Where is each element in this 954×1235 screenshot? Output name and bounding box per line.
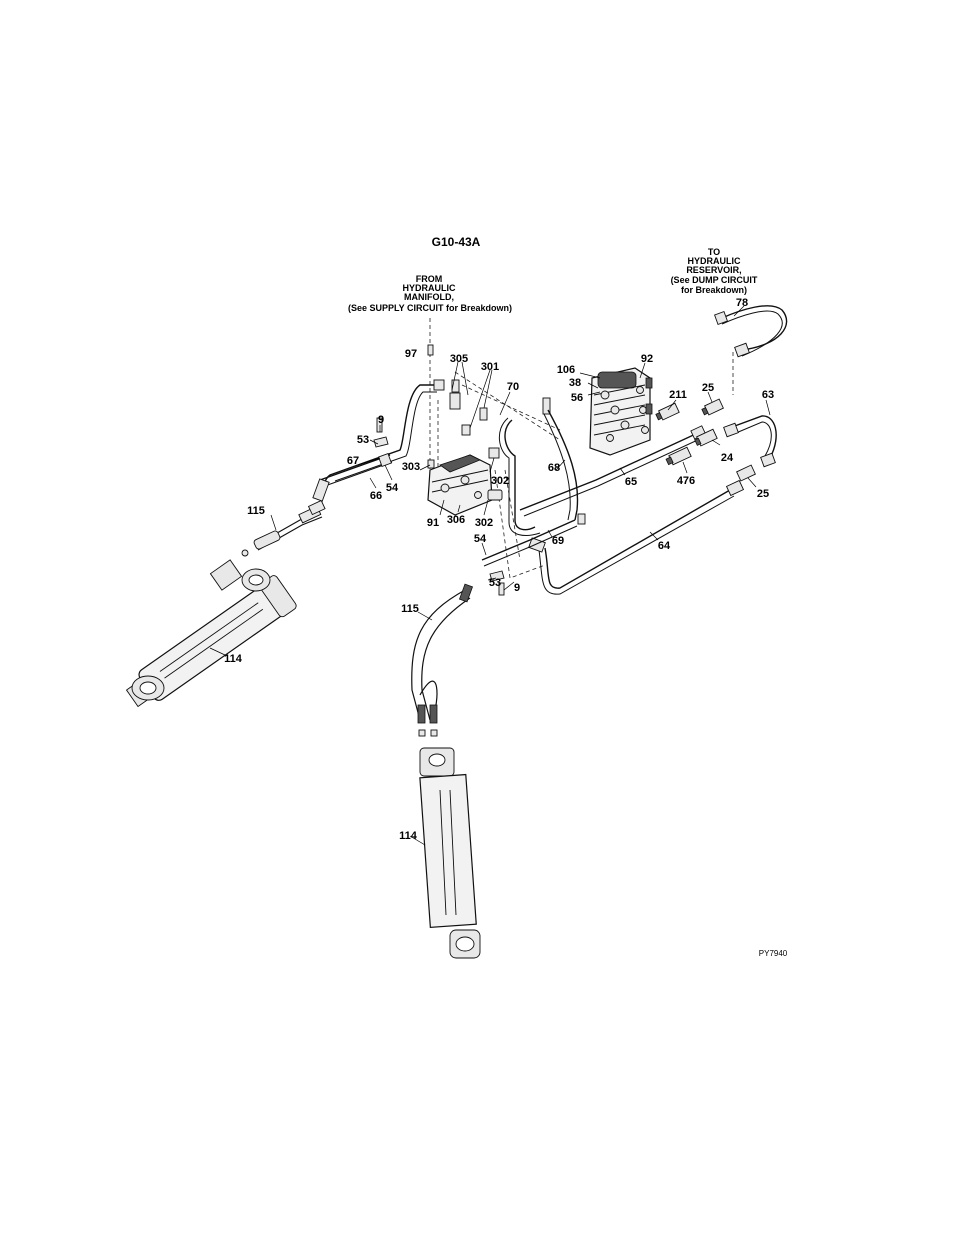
from-manifold-line-4: (See SUPPLY CIRCUIT for Breakdown) <box>348 303 512 313</box>
callout-92: 92 <box>641 353 653 365</box>
callouts: 97 305 301 70 106 92 38 56 211 25 63 78 … <box>224 297 774 842</box>
callout-69: 69 <box>552 535 564 547</box>
hydraulic-cylinder-bottom <box>419 747 481 959</box>
to-reservoir-line-5: for Breakdown) <box>681 285 747 295</box>
callout-25-upper: 25 <box>702 382 714 394</box>
callout-9-upper: 9 <box>378 414 384 426</box>
callout-78: 78 <box>736 297 748 309</box>
to-reservoir-line-4: (See DUMP CIRCUIT <box>671 275 758 285</box>
callout-68: 68 <box>548 462 560 474</box>
callout-54-upper: 54 <box>386 482 399 494</box>
callout-476: 476 <box>677 475 695 487</box>
callout-106: 106 <box>557 364 575 376</box>
callout-211: 211 <box>669 389 687 401</box>
control-valve-bank <box>589 367 653 456</box>
callout-70: 70 <box>507 381 519 393</box>
callout-38: 38 <box>569 377 581 389</box>
callout-53-upper: 53 <box>357 434 369 446</box>
callout-115-lower: 115 <box>401 603 419 615</box>
callout-65: 65 <box>625 476 637 488</box>
reference-lines <box>429 318 734 579</box>
tube-assemblies <box>319 305 788 595</box>
callout-91: 91 <box>427 517 439 529</box>
to-reservoir-note: TO HYDRAULIC RESERVOIR, (See DUMP CIRCUI… <box>671 247 758 295</box>
callout-305: 305 <box>450 353 468 365</box>
adapter-fittings <box>655 398 756 482</box>
hydraulic-cylinder-left <box>125 559 297 708</box>
diagram-title: G10-43A <box>432 235 481 249</box>
to-reservoir-line-1: TO <box>708 247 720 257</box>
callout-54-lower: 54 <box>474 533 487 545</box>
from-manifold-line-2: HYDRAULIC <box>403 283 456 293</box>
to-reservoir-line-2: HYDRAULIC <box>688 256 741 266</box>
callout-56: 56 <box>571 392 583 404</box>
callout-25-lower: 25 <box>757 488 769 500</box>
callout-301: 301 <box>481 361 499 373</box>
callout-302-upper: 302 <box>491 475 509 487</box>
callout-24: 24 <box>721 452 734 464</box>
callout-114-lower: 114 <box>399 830 418 842</box>
callout-67: 67 <box>347 455 359 467</box>
callout-97: 97 <box>405 348 417 360</box>
callout-302-lower: 302 <box>475 517 493 529</box>
leader-lines <box>209 305 771 846</box>
callout-66: 66 <box>370 490 382 502</box>
from-manifold-line-1: FROM <box>416 274 443 284</box>
callout-303: 303 <box>402 461 420 473</box>
from-manifold-note: FROM HYDRAULIC MANIFOLD, (See SUPPLY CIR… <box>348 274 512 313</box>
callout-306: 306 <box>447 514 465 526</box>
from-manifold-line-3: MANIFOLD, <box>404 292 454 302</box>
callout-114-left: 114 <box>224 653 243 665</box>
callout-115-left: 115 <box>247 505 265 517</box>
drawing-number: PY7940 <box>759 949 788 958</box>
to-reservoir-line-3: RESERVOIR, <box>686 265 741 275</box>
hoses <box>241 478 474 737</box>
callout-64: 64 <box>658 540 671 552</box>
callout-9-lower: 9 <box>514 582 520 594</box>
callout-53-lower: 53 <box>489 577 501 589</box>
callout-63: 63 <box>762 389 774 401</box>
